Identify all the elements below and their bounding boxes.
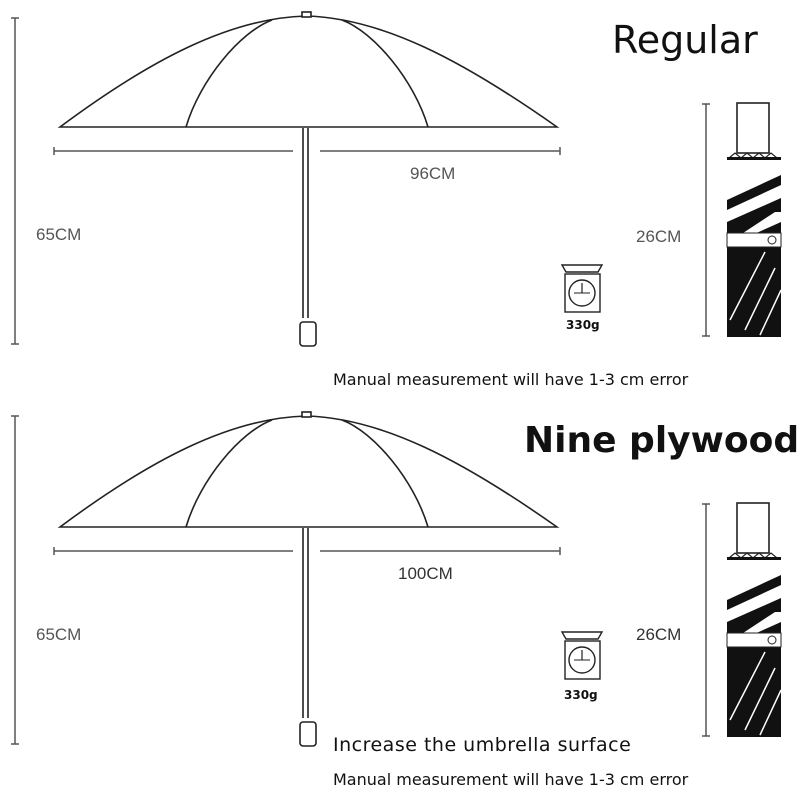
open-length-dimension-line <box>53 547 561 555</box>
nine-plywood-folded-length-label: 26CM <box>636 625 682 644</box>
kitchen-scale-icon <box>560 264 604 313</box>
folded-dimension-line <box>702 503 710 737</box>
nine-plywood-title: Nine plywood <box>524 420 800 461</box>
regular-folded-length-label: 26CM <box>636 227 682 246</box>
height-dimension-line <box>11 17 19 345</box>
nine-plywood-open-length-label: 100CM <box>398 564 453 583</box>
regular-panel: Regular 96CM 65CM 26CM 330g Manual measu… <box>11 11 782 389</box>
nine-plywood-feature-text: Increase the umbrella surface <box>333 734 632 756</box>
regular-weight-label: 330g <box>566 318 600 332</box>
regular-diagram <box>11 11 782 347</box>
folded-umbrella-icon <box>726 502 782 737</box>
open-umbrella-icon <box>57 11 560 347</box>
height-dimension-line <box>11 415 19 745</box>
nine-plywood-height-label: 65CM <box>36 625 82 644</box>
folded-dimension-line <box>702 103 710 337</box>
folded-umbrella-icon <box>726 102 782 337</box>
kitchen-scale-icon <box>560 631 604 680</box>
open-umbrella-icon <box>57 411 560 747</box>
regular-height-label: 65CM <box>36 225 82 244</box>
regular-error-note: Manual measurement will have 1-3 cm erro… <box>333 370 689 389</box>
nine-plywood-panel: Nine plywood 100CM 65CM 26CM 330g Increa… <box>0 400 800 800</box>
regular-title: Regular <box>612 18 758 62</box>
nine-plywood-error-note: Manual measurement will have 1-3 cm erro… <box>333 770 689 789</box>
nine-plywood-diagram <box>11 411 782 747</box>
regular-open-length-label: 96CM <box>410 164 456 183</box>
nine-plywood-weight-label: 330g <box>564 688 598 702</box>
open-length-dimension-line <box>53 147 561 155</box>
